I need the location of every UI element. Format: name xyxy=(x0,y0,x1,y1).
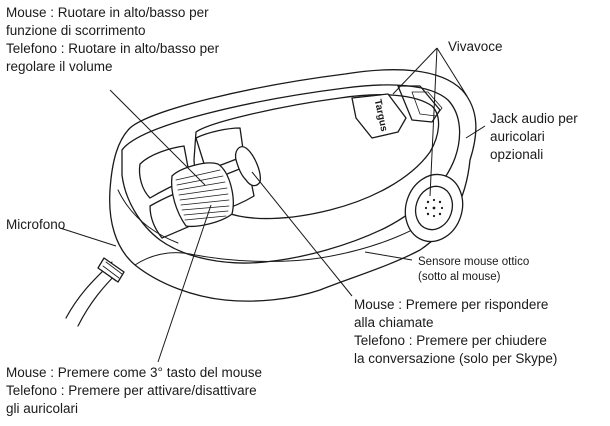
jack-ring xyxy=(414,185,454,231)
label-wheel-click-line1: Mouse : Premere come 3° tasto del mouse xyxy=(6,365,263,380)
label-call-button-line1: Mouse : Premere per rispondere xyxy=(354,297,549,312)
leader-jack xyxy=(465,125,486,139)
scroll-wheel xyxy=(170,162,234,228)
jack-dots xyxy=(424,198,444,218)
label-audio-jack-line3: opzionali xyxy=(490,147,544,162)
label-audio-jack-line2: auricolari xyxy=(490,129,545,144)
leader-speaker-2 xyxy=(429,47,438,197)
leader-scroll xyxy=(109,89,206,186)
label-optical-sensor: Sensore mouse ottico (sotto al mouse) xyxy=(418,255,529,285)
leader-speaker-3 xyxy=(436,47,468,97)
label-microphone-text: Microfono xyxy=(6,217,66,232)
label-wheel-click-line3: gli auricolari xyxy=(6,401,79,416)
label-wheel-click: Mouse : Premere come 3° tasto del mouse … xyxy=(6,364,262,418)
leader-wheel-click xyxy=(157,204,212,363)
label-optical-sensor-line2: (sotto al mouse) xyxy=(418,271,501,283)
label-call-button-line4: la conversazione (solo per Skype) xyxy=(354,351,558,366)
leader-call xyxy=(251,171,353,297)
label-call-button-line2: alla chiamate xyxy=(354,315,434,330)
label-scroll-line4: regolare il volume xyxy=(6,59,113,74)
speaker-vent-2 xyxy=(411,91,443,117)
label-speakerphone-text: Vivavoce xyxy=(448,39,503,54)
label-speakerphone: Vivavoce xyxy=(448,38,503,56)
leader-speaker-1 xyxy=(392,47,438,95)
label-scroll: Mouse : Ruotare in alto/basso per funzio… xyxy=(6,4,219,76)
leader-sensor xyxy=(364,251,413,261)
logo-plate xyxy=(351,93,407,139)
label-audio-jack: Jack audio per auricolari opzionali xyxy=(490,110,578,164)
label-scroll-line2: funzione di scorrimento xyxy=(6,23,146,38)
strain-relief xyxy=(97,257,125,283)
leader-microphone xyxy=(59,227,117,247)
label-scroll-line3: Telefono : Ruotare in alto/basso per xyxy=(6,41,220,56)
label-wheel-click-line2: Telefono : Premere per attivare/disattiv… xyxy=(6,383,257,398)
label-microphone: Microfono xyxy=(6,216,65,234)
label-call-button-line3: Telefono : Premere per chiudere xyxy=(354,333,547,348)
label-audio-jack-line1: Jack audio per xyxy=(490,111,578,126)
label-optical-sensor-line1: Sensore mouse ottico xyxy=(418,256,530,268)
label-call-button: Mouse : Premere per rispondere alla chia… xyxy=(354,296,557,368)
label-scroll-line1: Mouse : Ruotare in alto/basso per xyxy=(6,5,209,20)
